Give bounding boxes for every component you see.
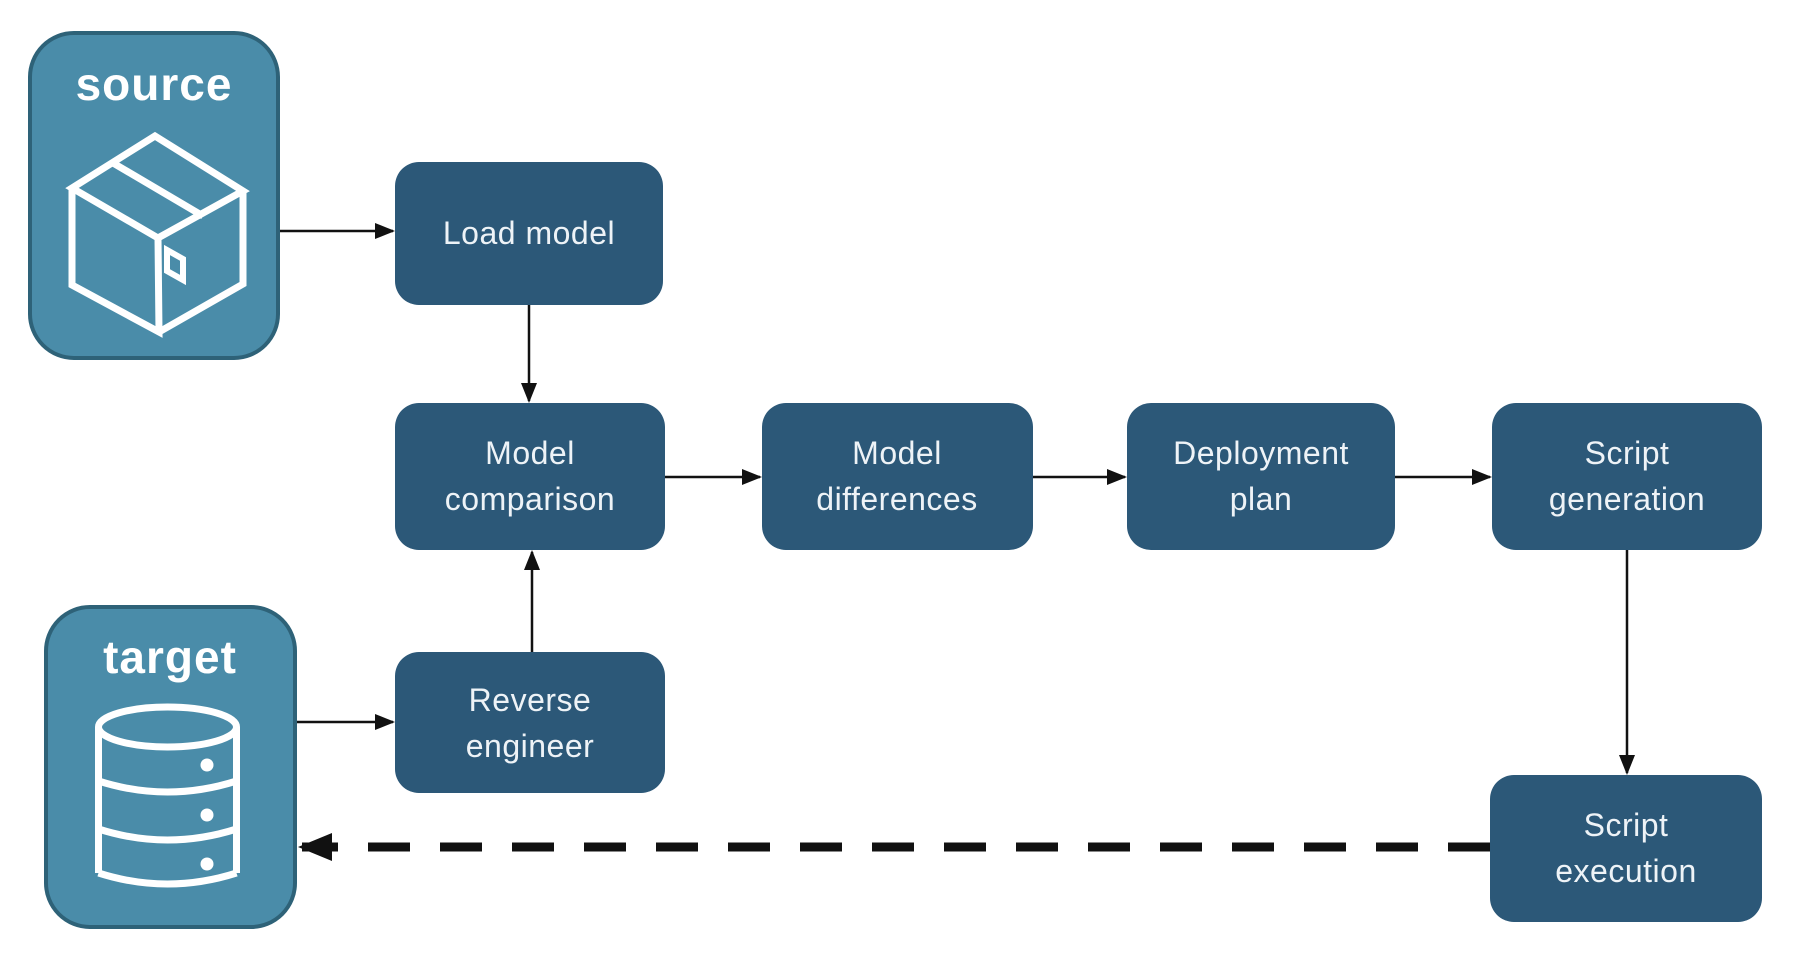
target-box bbox=[44, 605, 297, 929]
target-endpoint: target bbox=[44, 605, 297, 929]
node-model-comparison-label-line2: comparison bbox=[445, 481, 615, 517]
edges bbox=[278, 223, 1635, 861]
node-deployment-plan: Deployment plan bbox=[1127, 403, 1395, 550]
node-load-model-label: Load model bbox=[443, 215, 615, 251]
node-script-execution-label-line1: Script bbox=[1584, 807, 1669, 843]
target-label: target bbox=[103, 631, 237, 683]
node-model-comparison-box bbox=[395, 403, 665, 550]
node-script-generation: Script generation bbox=[1492, 403, 1762, 550]
node-reverse-engineer-box bbox=[395, 652, 665, 793]
node-script-execution-label-line2: execution bbox=[1555, 853, 1696, 889]
package-icon bbox=[65, 131, 250, 338]
node-reverse-engineer: Reverse engineer bbox=[395, 652, 665, 793]
node-model-differences-label-line1: Model bbox=[852, 435, 942, 471]
node-script-generation-label-line2: generation bbox=[1549, 481, 1705, 517]
node-reverse-engineer-label-line2: engineer bbox=[466, 728, 595, 764]
node-model-differences: Model differences bbox=[762, 403, 1033, 550]
node-deployment-plan-box bbox=[1127, 403, 1395, 550]
node-script-execution: Script execution bbox=[1490, 775, 1762, 922]
node-script-generation-label-line1: Script bbox=[1585, 435, 1670, 471]
node-model-differences-box bbox=[762, 403, 1033, 550]
node-script-execution-box bbox=[1490, 775, 1762, 922]
node-script-generation-box bbox=[1492, 403, 1762, 550]
node-deployment-plan-label-line2: plan bbox=[1230, 481, 1293, 517]
source-label: source bbox=[76, 58, 233, 110]
node-model-comparison: Model comparison bbox=[395, 403, 665, 550]
node-model-comparison-label-line1: Model bbox=[485, 435, 575, 471]
node-load-model-box bbox=[395, 162, 663, 305]
node-load-model: Load model bbox=[395, 162, 663, 305]
node-model-differences-label-line2: differences bbox=[816, 481, 977, 517]
source-endpoint: source bbox=[28, 31, 280, 360]
source-box bbox=[28, 31, 280, 360]
database-icon bbox=[95, 703, 240, 888]
node-reverse-engineer-label-line1: Reverse bbox=[469, 682, 592, 718]
node-deployment-plan-label-line1: Deployment bbox=[1173, 435, 1349, 471]
